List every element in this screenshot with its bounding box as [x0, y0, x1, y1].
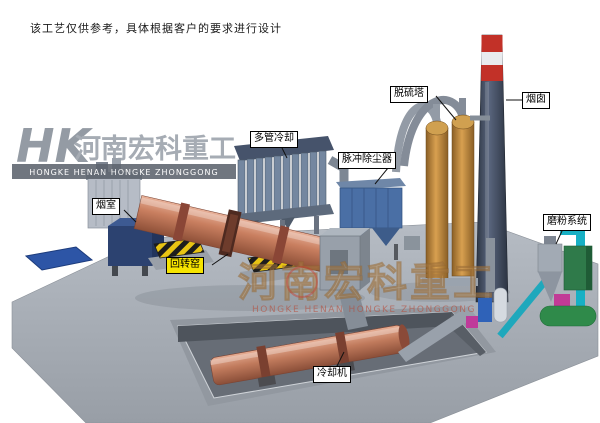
- equipment-shadow-right: [370, 282, 510, 302]
- label-multi-tube-cooler: 多管冷却: [250, 131, 298, 148]
- label-chimney: 烟囱: [522, 92, 550, 109]
- chimney-band-white: [481, 52, 503, 65]
- logo-company-cn: 河南宏科重工: [74, 133, 236, 165]
- desulfurization-towers: [392, 96, 490, 286]
- watermark-logo: HK 河南宏科重工 HONGKE HENAN HONGKE ZHONGGONG: [12, 119, 236, 179]
- leader-lines: [123, 95, 563, 369]
- kiln-head-hood: [319, 228, 370, 330]
- logo-banner: [12, 164, 236, 179]
- label-pulse-dust-collector: 脉冲除尘器: [338, 152, 396, 169]
- label-desulfurization-tower: 脱硫塔: [390, 86, 428, 103]
- label-smoke-chamber: 烟室: [92, 198, 120, 215]
- watermark-center-cn: 河南宏科重工: [238, 260, 496, 306]
- watermark-center: 河南宏科重工 HONGKE HENAN HONGKE ZHONGGONG: [238, 260, 496, 316]
- label-rotary-kiln: 回转窑: [166, 257, 204, 274]
- transfer-chute: [338, 290, 368, 330]
- discharge-conveyor: [398, 306, 476, 362]
- rotary-kiln: [133, 195, 338, 274]
- mill-drum: [539, 305, 597, 327]
- id-fan: [404, 236, 420, 250]
- watermark-center-en: HONGKE HENAN HONGKE ZHONGGONG: [252, 305, 476, 315]
- grinding-system: [497, 226, 597, 339]
- label-cooling-machine: 冷却机: [313, 366, 351, 383]
- equipment-shadow: [135, 285, 365, 311]
- disclaimer-note: 该工艺仅供参考，具体根据客户的要求进行设计: [30, 22, 282, 35]
- cooler-tubes: [237, 150, 327, 217]
- label-grinding-system: 磨粉系统: [543, 214, 591, 231]
- logo-company-en: HONGKE HENAN HONGKE ZHONGGONG: [29, 168, 218, 177]
- chimney-band-red-top: [481, 35, 503, 52]
- watermark-stamp: [286, 266, 318, 298]
- auxiliary-equipment: [466, 238, 508, 328]
- chimney: [475, 34, 509, 303]
- blue-foundation-pad: [24, 246, 94, 271]
- smoke-chamber-box: [108, 226, 152, 266]
- chimney-band-red-lower: [481, 65, 503, 81]
- cyclone: [538, 272, 562, 302]
